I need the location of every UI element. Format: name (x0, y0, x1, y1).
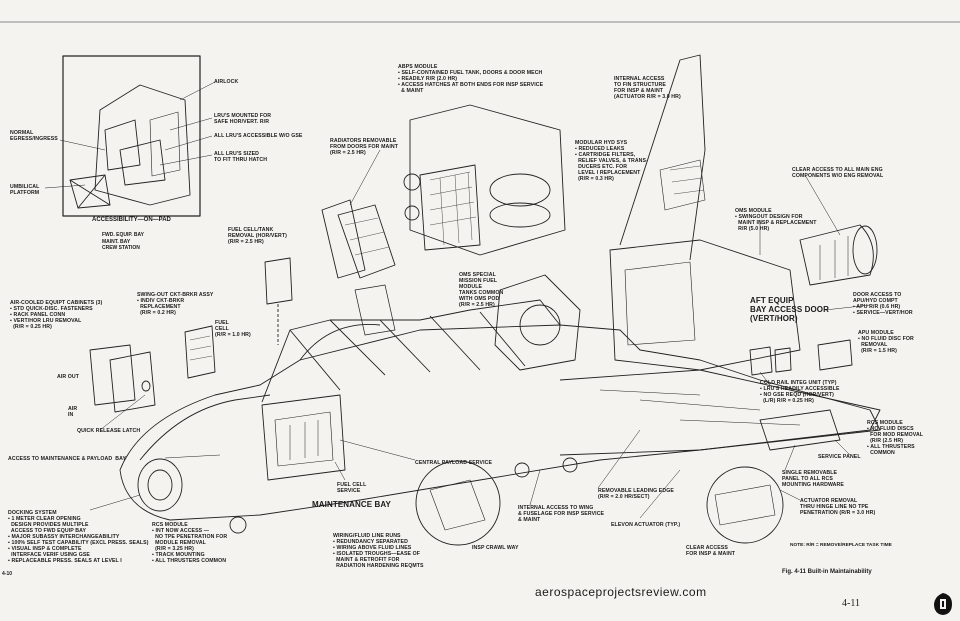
label-maintenance-bay: MAINTENANCE BAY (312, 500, 391, 509)
callout-docking-system: DOCKING SYSTEM ▪ 1 METER CLEAR OPENING D… (8, 510, 149, 564)
inset-title: ACCESSIBILITY—ON—PAD (92, 217, 171, 223)
inset-list-item: FWD. EQUIP. BAY (102, 232, 144, 238)
callout-access-maint-payload: ACCESS TO MAINTENANCE & PAYLOAD BAY (8, 456, 127, 462)
label-lrus-accessible: ALL LRU's ACCESSIBLE W/O GSE (214, 133, 303, 139)
callout-rcs-module-left: RCS MODULE ▪ INT NOW ACCESS — NO TPE PEN… (152, 522, 228, 564)
inset-list: FWD. EQUIP. BAY MAINT. BAY CREW STATION (102, 232, 144, 252)
callout-wiring-fluid-runs: WIRING/FLUID LINE RUNS ▪ REDUNDANCY SEPA… (333, 533, 424, 569)
callout-oms-module: OMS MODULE ▪ SWINGOUT DESIGN FOR MAINT I… (735, 208, 817, 232)
label-air-in: AIR IN (68, 406, 78, 418)
callout-abps-module: ABPS MODULE ▪ SELF-CONTAINED FUEL TANK, … (398, 64, 544, 94)
corner-logo-icon (934, 593, 952, 615)
callout-apu-module: APU MODULE ▪ NO FLUID DISC FOR REMOVAL (… (858, 330, 914, 354)
page-number-left: 4-10 (2, 571, 13, 577)
label-airlock: AIRLOCK (214, 79, 239, 85)
inset-list-item: MAINT. BAY (102, 238, 131, 245)
label-umbilical: UMBILICAL PLATFORM (10, 184, 40, 196)
label-air-out: AIR OUT (57, 374, 80, 380)
label-normal-egress: NORMAL EGRESS/INGRESS (10, 130, 58, 142)
figure-caption: Fig. 4-11 Built-in Maintainability (782, 569, 872, 575)
inset-list-item: CREW STATION (102, 245, 140, 251)
callout-modular-hyd: MODULAR HYD SYS ▪ REDUCED LEAKS ▪ CARTRI… (575, 140, 648, 182)
callout-internal-fin-access: INTERNAL ACCESS TO FIN STRUCTURE FOR INS… (614, 76, 681, 100)
callout-cold-rail: COLD RAIL INTEG UNIT (TYP) ▪ LRU's READI… (760, 380, 840, 404)
callout-clear-access-engine: CLEAR ACCESS TO ALL MAIN ENG COMPONENTS … (792, 167, 884, 179)
callout-fuel-cell-tank: FUEL CELL/TANK REMOVAL (HOR/VERT) (R/R =… (228, 227, 287, 245)
page-number: 4-11 (842, 598, 860, 609)
label-service-panel: SERVICE PANEL (818, 454, 861, 460)
callout-internal-wing-access: INTERNAL ACCESS TO WING & FUSELAGE FOR I… (518, 505, 605, 523)
callout-rcs-module-right: RCS MODULE ▪ NO FLUID DISCS FOR MOD REMO… (867, 420, 924, 456)
label-lrus-sized: ALL LRU's SIZED TO FIT THRU HATCH (214, 151, 268, 163)
callout-single-removable-panel: SINGLE REMOVABLE PANEL TO ALL RCS MOUNTI… (782, 470, 844, 488)
callout-clear-access-insp: CLEAR ACCESS FOR INSP & MAINT (686, 545, 736, 557)
callout-swing-out-breaker: SWING-OUT CKT-BRKR ASSY ▪ INDIV CKT-BRKR… (137, 292, 214, 316)
callout-removable-leading-edge: REMOVABLE LEADING EDGE (R/R = 2.0 HR/SEC… (598, 488, 674, 500)
watermark-url: aerospaceprojectsreview.com (535, 585, 707, 599)
callout-oms-special-module: OMS SPECIAL MISSION FUEL MODULE TANKS CO… (459, 272, 504, 308)
callout-fuel-cell: FUEL CELL (R/R = 1.0 HR) (215, 320, 251, 338)
note-text: NOTE: R/R = REMOVE/REPLACE TASK TIME (790, 543, 892, 548)
callout-aft-equip-bay: AFT EQUIP BAY ACCESS DOOR (VERT/HOR) (750, 296, 829, 323)
callout-central-payload: CENTRAL PAYLOAD SERVICE (415, 460, 493, 466)
callout-radiators: RADIATORS REMOVABLE FROM DOORS FOR MAINT… (330, 138, 398, 156)
callout-actuator-removal: ACTUATOR REMOVAL THRU HINGE LINE NO TPE … (800, 498, 876, 516)
label-lrus-mounted: LRU's MOUNTED FOR SAFE HOR/VERT. R/R (214, 113, 272, 125)
callout-air-cooled-cabinets: AIR-COOLED EQUIPT CABINETS (3) ▪ STD QUI… (10, 300, 103, 330)
label-elevon-actuator: ELEVON ACTUATOR (TYP.) (611, 522, 681, 528)
callout-door-access-apu: DOOR ACCESS TO APU/HYD COMPT ▪ APU R/R (… (853, 292, 913, 316)
label-quick-release-latch: QUICK RELEASE LATCH (77, 428, 141, 434)
callout-fuel-cell-service: FUEL CELL SERVICE (337, 482, 367, 494)
label-insp-crawl-way: INSP CRAWL WAY (472, 545, 519, 551)
